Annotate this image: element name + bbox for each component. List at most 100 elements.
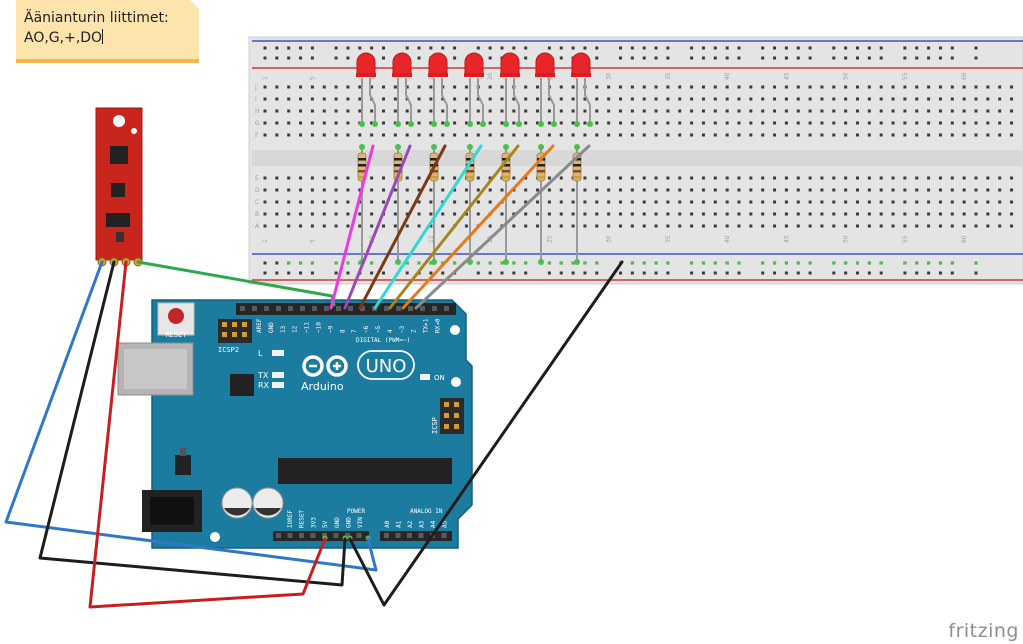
breadboard-hole[interactable] [464,224,468,228]
breadboard-hole[interactable] [678,133,682,137]
breadboard-hole[interactable] [654,188,658,192]
breadboard-hole[interactable] [749,109,753,113]
breadboard-hole[interactable] [690,188,694,192]
breadboard-hole[interactable] [891,133,895,137]
rail-hole[interactable] [761,46,765,50]
breadboard-hole[interactable] [642,200,646,204]
breadboard-hole[interactable] [476,97,480,101]
breadboard-hole[interactable] [583,133,587,137]
breadboard-hole[interactable] [571,200,575,204]
breadboard-hole[interactable] [761,200,765,204]
icsp2-pin[interactable] [242,322,247,327]
breadboard-hole[interactable] [938,97,942,101]
breadboard-hole[interactable] [512,176,516,180]
breadboard-hole[interactable] [453,85,457,89]
rail-hole[interactable] [713,271,717,275]
breadboard-hole[interactable] [796,188,800,192]
header-pin[interactable] [300,306,305,311]
breadboard-hole[interactable] [322,188,326,192]
breadboard-hole[interactable] [796,200,800,204]
breadboard-hole[interactable] [690,200,694,204]
breadboard-hole[interactable] [998,212,1002,216]
breadboard-hole[interactable] [773,224,777,228]
breadboard-hole[interactable] [417,97,421,101]
header-pin[interactable] [420,306,425,311]
rail-hole[interactable] [441,46,445,50]
breadboard-hole[interactable] [559,121,563,125]
breadboard-hole[interactable] [488,109,492,113]
breadboard-hole[interactable] [844,85,848,89]
breadboard-hole[interactable] [263,85,267,89]
breadboard-hole[interactable] [299,121,303,125]
breadboard-hole[interactable] [701,200,705,204]
breadboard-hole[interactable] [986,109,990,113]
led-3[interactable] [428,52,448,76]
rail-hole[interactable] [287,56,291,60]
rail-hole[interactable] [275,46,279,50]
breadboard-hole[interactable] [856,176,859,180]
breadboard-hole[interactable] [441,133,445,137]
breadboard-hole[interactable] [915,188,919,192]
breadboard-hole[interactable] [393,212,397,216]
rail-hole[interactable] [595,271,599,275]
icsp-pin[interactable] [444,424,449,429]
rail-hole[interactable] [417,56,421,60]
breadboard-hole[interactable] [820,109,824,113]
breadboard-hole[interactable] [713,109,717,113]
breadboard-hole[interactable] [524,97,528,101]
breadboard-hole[interactable] [382,200,385,204]
power-pin[interactable] [356,533,362,538]
breadboard-hole[interactable] [844,200,848,204]
breadboard-hole[interactable] [263,188,267,192]
breadboard-hole[interactable] [678,109,682,113]
breadboard-hole[interactable] [382,224,385,228]
breadboard-hole[interactable] [642,97,646,101]
rail-hole[interactable] [784,271,788,275]
breadboard-hole[interactable] [299,85,303,89]
breadboard-hole[interactable] [737,133,741,137]
breadboard-hole[interactable] [310,188,314,192]
breadboard-hole[interactable] [737,188,741,192]
breadboard-hole[interactable] [678,224,682,228]
breadboard-hole[interactable] [974,109,978,113]
breadboard-hole[interactable] [832,133,836,137]
breadboard-hole[interactable] [844,188,848,192]
rail-hole[interactable] [500,271,504,275]
breadboard-hole[interactable] [938,121,942,125]
rail-hole[interactable] [630,56,634,60]
breadboard-hole[interactable] [524,212,528,216]
breadboard-hole[interactable] [867,97,871,101]
icsp2-pin[interactable] [242,332,247,337]
breadboard-hole[interactable] [263,176,267,180]
breadboard-hole[interactable] [453,121,457,125]
breadboard-hole[interactable] [986,97,990,101]
breadboard-hole[interactable] [322,121,326,125]
breadboard-hole[interactable] [844,97,848,101]
breadboard-hole[interactable] [310,133,314,137]
breadboard-hole[interactable] [974,188,978,192]
breadboard-hole[interactable] [761,176,765,180]
breadboard-hole[interactable] [630,133,634,137]
breadboard-hole[interactable] [938,109,942,113]
breadboard-hole[interactable] [583,109,587,113]
breadboard-hole[interactable] [915,97,919,101]
wire-brown-led3[interactable] [358,144,447,310]
icsp2-pin[interactable] [222,322,227,327]
rail-hole[interactable] [701,56,705,60]
breadboard-hole[interactable] [417,212,421,216]
breadboard-hole[interactable] [654,97,658,101]
breadboard-hole[interactable] [903,133,907,137]
breadboard-hole[interactable] [488,188,492,192]
breadboard-hole[interactable] [879,85,883,89]
breadboard-hole[interactable] [796,212,800,216]
rail-hole[interactable] [476,271,480,275]
breadboard-hole[interactable] [547,97,551,101]
breadboard-hole[interactable] [962,212,966,216]
breadboard-hole[interactable] [405,200,409,204]
rail-hole[interactable] [974,56,978,60]
breadboard-hole[interactable] [690,224,694,228]
breadboard-hole[interactable] [962,176,966,180]
breadboard-hole[interactable] [998,133,1002,137]
breadboard-hole[interactable] [737,200,741,204]
rail-hole[interactable] [299,271,303,275]
